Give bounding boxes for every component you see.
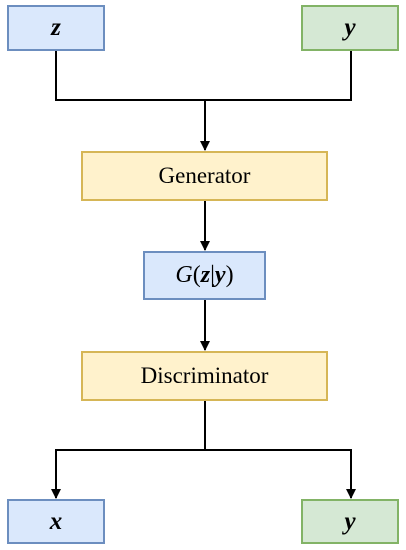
node-y-bottom: y [301, 499, 399, 544]
formula-bar: | [210, 262, 215, 288]
node-generator: Generator [81, 151, 328, 201]
node-conditional-output: G(z|y) [143, 251, 266, 300]
formula-y: y [214, 262, 226, 288]
edge-z-to-merge [55, 51, 205, 101]
discriminator-label: Discriminator [140, 363, 269, 388]
node-z: z [7, 5, 105, 51]
formula-z: z [200, 262, 211, 288]
node-z-label: z [51, 14, 61, 41]
node-discriminator: Discriminator [81, 351, 328, 401]
node-y-top: y [301, 5, 399, 51]
node-x: x [7, 499, 105, 544]
arrow-split-to-y [205, 449, 356, 499]
node-y-top-label: y [344, 14, 356, 41]
edge-y-to-merge [205, 51, 352, 101]
formula-func: G [175, 262, 193, 288]
generator-label: Generator [158, 163, 251, 188]
node-y-bottom-label: y [344, 507, 356, 535]
formula-close: ) [225, 262, 234, 288]
conditional-output-formula: G(z|y) [175, 262, 233, 289]
arrow-split-to-x [51, 449, 205, 499]
formula-open: ( [192, 262, 201, 288]
node-x-label: x [49, 507, 63, 535]
